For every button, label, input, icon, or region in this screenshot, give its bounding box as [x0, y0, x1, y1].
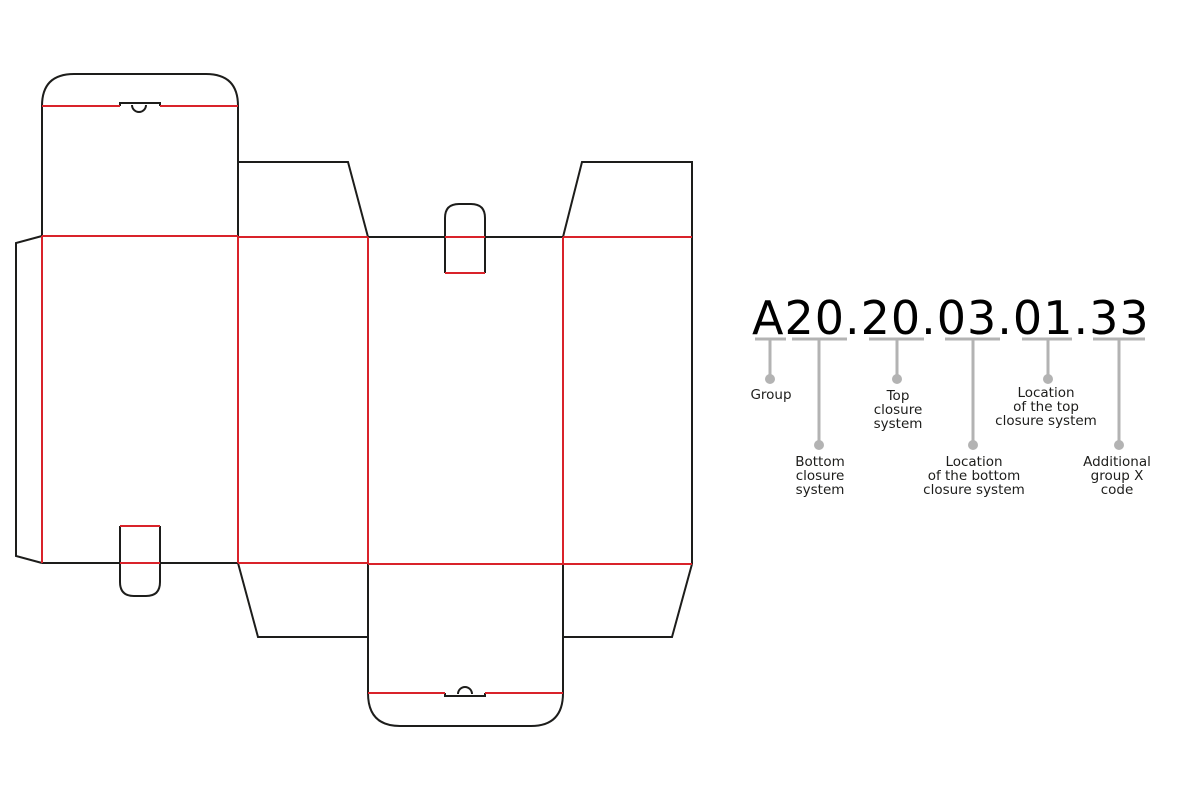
crease-lines	[41, 105, 692, 694]
dust-flap-bottom-left	[237, 562, 368, 638]
lock-tab-top	[444, 203, 486, 273]
label-bottom-location: Location of the bottom closure system	[923, 454, 1025, 498]
bottom-tuck-flap	[367, 564, 564, 727]
tuck-lock-slot-top	[119, 102, 161, 113]
dot-top-closure	[892, 374, 902, 384]
label-group: Group	[750, 387, 792, 403]
product-code: A20.20.03.01.33	[752, 291, 1150, 345]
dot-group	[765, 374, 775, 384]
label-top-location: Location of the top closure system	[995, 385, 1097, 429]
code-leaders	[755, 337, 1145, 450]
dot-additional	[1114, 440, 1124, 450]
label-top-closure: Top closure system	[873, 388, 923, 432]
dot-top-location	[1043, 374, 1053, 384]
glue-flap	[15, 235, 43, 564]
lock-tab-bottom	[119, 526, 161, 597]
dust-flap-top-right	[562, 161, 693, 238]
dust-flap-bottom-right	[563, 563, 693, 638]
dot-bottom-closure	[814, 440, 824, 450]
dot-bottom-location	[968, 440, 978, 450]
top-tuck-flap-left	[41, 73, 239, 236]
cut-lines	[15, 73, 693, 727]
label-additional: Additional group X code	[1083, 454, 1151, 498]
dust-flap-top-left	[237, 161, 369, 238]
label-bottom-closure: Bottom closure system	[795, 454, 845, 498]
tuck-lock-slot-bottom	[444, 686, 486, 697]
